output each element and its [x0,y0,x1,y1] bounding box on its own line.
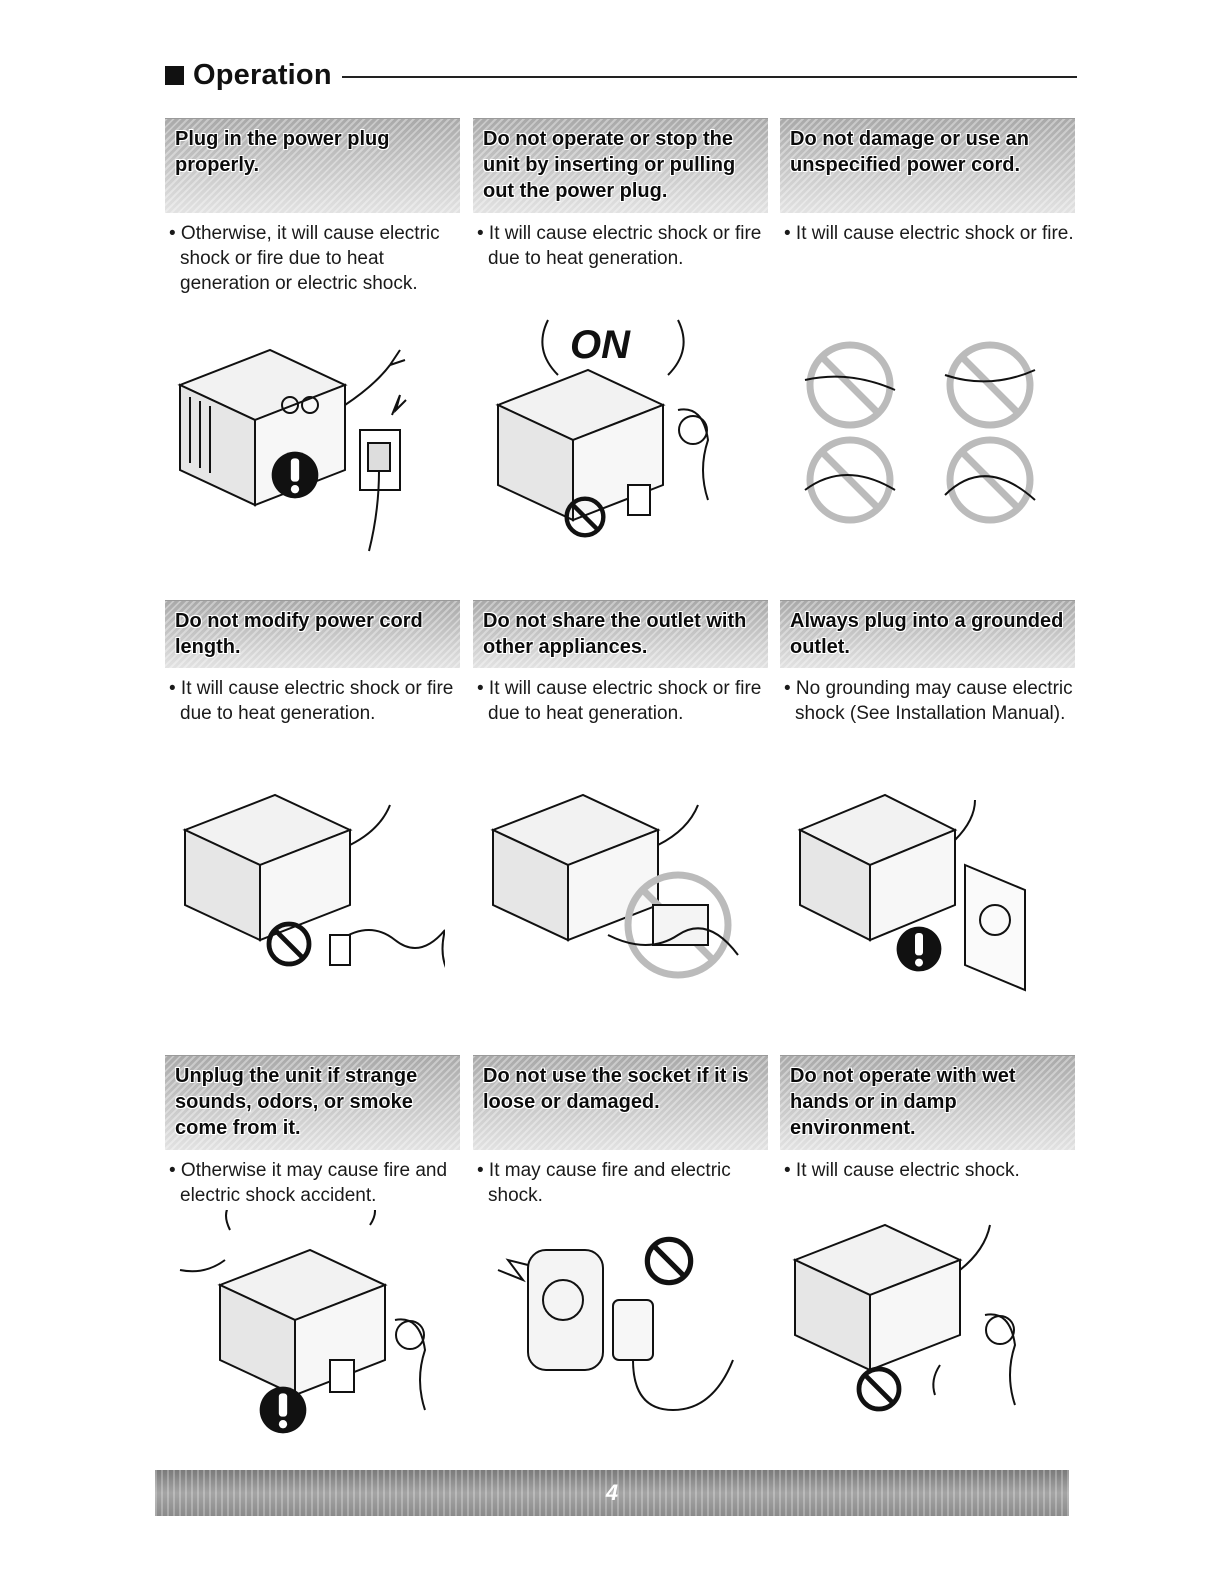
card-description: • It will cause electric shock or fire. [784,223,1074,244]
safety-card-unplug-strange: Unplug the unit if strange sounds, odors… [165,1055,460,1208]
safety-card-grounded-outlet: Always plug into a grounded outlet. • No… [780,600,1075,726]
card-description: • It will cause electric shock or fire d… [169,678,454,724]
illustration-grounded-outlet [785,780,1060,1010]
safety-card-damaged-cord: Do not damage or use an unspecified powe… [780,118,1075,246]
card-description: • Otherwise it may cause fire and electr… [169,1160,448,1206]
card-title-box: Unplug the unit if strange sounds, odors… [165,1055,460,1150]
safety-card-loose-socket: Do not use the socket if it is loose or … [473,1055,768,1208]
card-title-box: Do not damage or use an unspecified powe… [780,118,1075,213]
page-number: 4 [605,1480,619,1505]
on-label: ON [570,323,631,367]
card-description: • It will cause electric shock or fire d… [477,678,762,724]
header-bullet-square [165,65,184,85]
card-title: Plug in the power plug properly. [175,128,390,176]
card-title-box: Do not share the outlet with other appli… [473,600,768,668]
card-title: Do not operate with wet hands or in damp… [790,1065,1016,1139]
mandatory-icon [896,926,942,972]
grounded-outlet-illustration [797,793,1026,992]
safety-card-plug-properly: Plug in the power plug properly. • Other… [165,118,460,296]
footer-bar: 4 [155,1470,1069,1516]
multi-outlet-illustration [490,793,739,979]
prohibited-icon [564,496,606,538]
illustration-share-outlet [478,775,753,1005]
card-title-box: Do not operate with wet hands or in damp… [780,1055,1075,1150]
card-description: • It will cause electric shock or fire d… [477,223,762,269]
prohibited-icon [856,1366,902,1412]
illustration-operate-by-plug: ON [478,310,753,540]
ac-unit-plug-illustration [177,348,407,552]
card-title: Do not damage or use an unspecified powe… [790,128,1029,176]
illustration-damaged-cord [785,320,1060,550]
card-description: • No grounding may cause electric shock … [784,678,1073,724]
prohibited-icon [266,921,312,967]
card-title: Do not operate or stop the unit by inser… [483,128,736,202]
card-title: Unplug the unit if strange sounds, odors… [175,1065,418,1139]
card-title-box: Do not operate or stop the unit by inser… [473,118,768,213]
card-title: Always plug into a grounded outlet. [790,610,1064,658]
wet-hands-illustration [792,1223,1017,1406]
card-title: Do not share the outlet with other appli… [483,610,747,658]
mandatory-icon [259,1386,307,1434]
ac-unit-cord-illustration [182,793,466,991]
damaged-socket-illustration [497,1249,734,1412]
card-description: • It may cause fire and electric shock. [477,1160,731,1206]
card-title-box: Do not modify power cord length. [165,600,460,668]
section-title: Operation [193,58,332,91]
card-description: • Otherwise, it will cause electric shoc… [169,223,440,294]
section-header: Operation [165,55,1077,95]
mandatory-icon [271,451,319,499]
illustration-modify-cord [170,775,466,1005]
illustration-plug-properly [170,335,445,565]
safety-card-share-outlet: Do not share the outlet with other appli… [473,600,768,726]
cord-damage-illustration [804,341,1036,524]
illustration-unplug-strange [170,1199,445,1440]
prohibited-icon [644,1236,694,1286]
safety-card-do-not-operate-by-plug: Do not operate or stop the unit by inser… [473,118,768,271]
card-title-box: Do not use the socket if it is loose or … [473,1055,768,1150]
illustration-wet-hands [785,1205,1060,1435]
card-title-box: Always plug into a grounded outlet. [780,600,1075,668]
safety-card-modify-cord: Do not modify power cord length. • It wi… [165,600,460,726]
card-title-box: Plug in the power plug properly. [165,118,460,213]
card-title: Do not use the socket if it is loose or … [483,1065,749,1113]
card-description: • It will cause electric shock. [784,1160,1020,1181]
illustration-loose-socket [478,1210,753,1440]
ac-unit-on-illustration: ON [495,319,710,522]
header-rule [341,76,1077,78]
card-title: Do not modify power cord length. [175,610,423,658]
safety-card-wet-hands: Do not operate with wet hands or in damp… [780,1055,1075,1183]
